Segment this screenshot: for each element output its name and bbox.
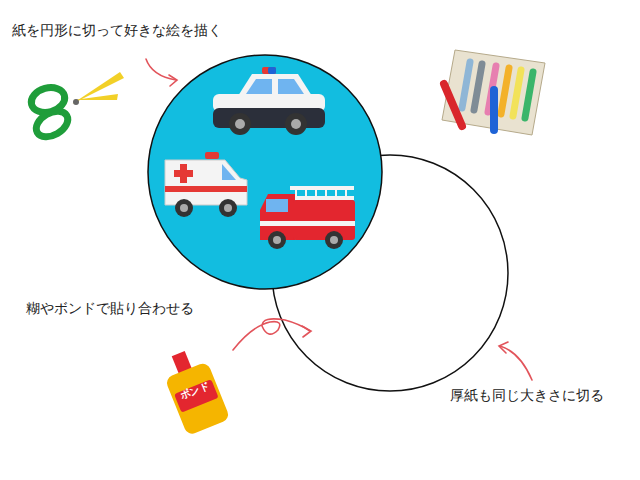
- glue-bottle: [158, 345, 231, 436]
- ambulance: [165, 152, 247, 217]
- instruction-label: 紙を円形に切って好きな絵を描く: [12, 22, 222, 39]
- fire-truck: [260, 186, 355, 249]
- police-car: [213, 67, 325, 135]
- paper-circle: [148, 55, 382, 289]
- instruction-label: 厚紙も同じ大きさに切る: [450, 387, 604, 404]
- crayon-box: [442, 50, 545, 135]
- leader-arrow: [146, 59, 532, 380]
- instruction-label: 糊やボンドで貼り合わせる: [26, 300, 194, 317]
- scissors: [28, 72, 124, 142]
